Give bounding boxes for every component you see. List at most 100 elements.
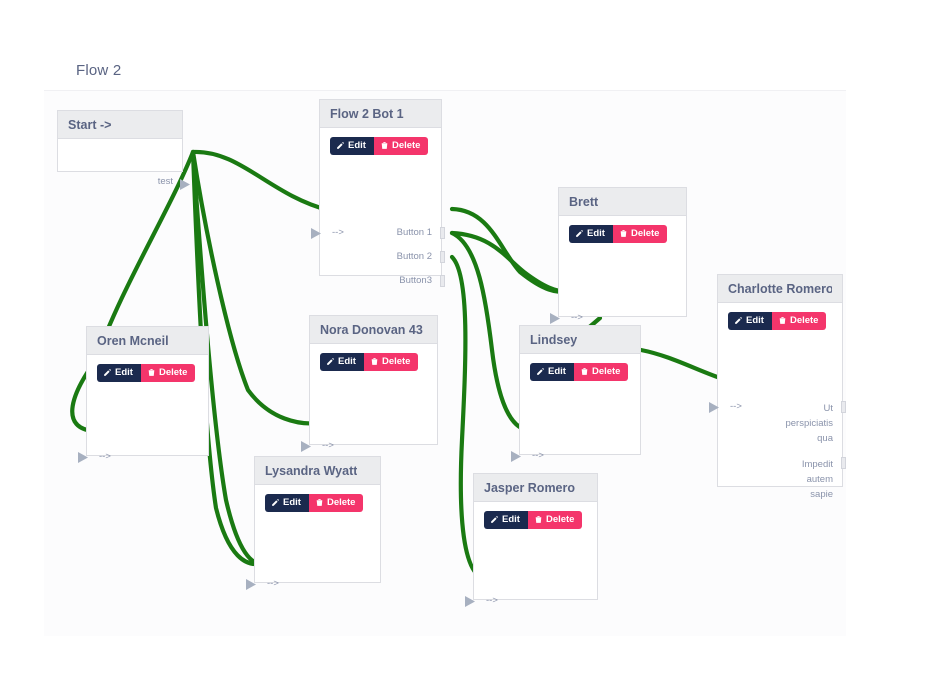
- input-connector-arrow-flow2bot1-0[interactable]: [311, 228, 321, 239]
- delete-button-lindsey[interactable]: Delete: [573, 363, 629, 381]
- output-connector-nub-flow2bot1-2[interactable]: [440, 275, 445, 287]
- edit-button-label: Edit: [548, 366, 566, 377]
- edit-button-label: Edit: [283, 497, 301, 508]
- node-header-nora: Nora Donovan 43: [310, 316, 437, 344]
- pencil-icon: [336, 141, 345, 150]
- node-title-lindsey: Lindsey: [530, 332, 578, 347]
- pencil-icon: [734, 316, 743, 325]
- input-connector-arrow-brett-0[interactable]: [550, 313, 560, 324]
- node-nora[interactable]: Nora Donovan 43 Edit Delete -->: [301, 315, 438, 452]
- pencil-icon: [326, 357, 335, 366]
- input-port-brett-0[interactable]: -->: [571, 312, 583, 323]
- output-connector-nub-charlotte-0[interactable]: [841, 401, 846, 413]
- input-port-jasper-0[interactable]: -->: [486, 595, 498, 606]
- node-actions-lysandra: Edit Delete: [265, 494, 364, 512]
- node-actions-lindsey: Edit Delete: [530, 363, 629, 381]
- edit-button-brett[interactable]: Edit: [569, 225, 613, 243]
- delete-button-label: Delete: [630, 228, 660, 239]
- trash-icon: [380, 141, 389, 150]
- trash-icon: [370, 357, 379, 366]
- delete-button-oren[interactable]: Delete: [140, 364, 196, 382]
- output-port-flow2bot1-0[interactable]: Button 1: [396, 227, 432, 238]
- pencil-icon: [103, 368, 112, 377]
- output-connector-nub-flow2bot1-0[interactable]: [440, 227, 445, 239]
- input-connector-arrow-jasper-0[interactable]: [465, 596, 475, 607]
- edit-button-lindsey[interactable]: Edit: [530, 363, 574, 381]
- input-port-nora-0[interactable]: -->: [322, 440, 334, 451]
- pencil-icon: [575, 229, 584, 238]
- input-port-lindsey-0[interactable]: -->: [532, 450, 544, 461]
- input-port-lysandra-0[interactable]: -->: [267, 578, 279, 589]
- node-header-start: Start ->: [58, 111, 182, 139]
- node-header-jasper: Jasper Romero: [474, 474, 597, 502]
- edit-button-label: Edit: [115, 367, 133, 378]
- delete-button-nora[interactable]: Delete: [363, 353, 419, 371]
- edit-button-nora[interactable]: Edit: [320, 353, 364, 371]
- delete-button-lysandra[interactable]: Delete: [308, 494, 364, 512]
- node-title-oren: Oren Mcneil: [97, 333, 169, 348]
- node-header-oren: Oren Mcneil: [87, 327, 208, 355]
- delete-button-label: Delete: [326, 497, 356, 508]
- flow-header-card: Flow 2: [44, 18, 846, 90]
- node-actions-brett: Edit Delete: [569, 225, 668, 243]
- trash-icon: [580, 367, 589, 376]
- output-port-charlotte-1[interactable]: Impedit autem sapie: [801, 459, 833, 500]
- edit-button-jasper[interactable]: Edit: [484, 511, 528, 529]
- delete-button-jasper[interactable]: Delete: [527, 511, 583, 529]
- node-body-brett: Edit Delete -->: [550, 216, 686, 324]
- node-start[interactable]: Start -> test: [57, 110, 190, 190]
- input-connector-arrow-lindsey-0[interactable]: [511, 451, 521, 462]
- edit-button-oren[interactable]: Edit: [97, 364, 141, 382]
- node-actions-flow2bot1: Edit Delete: [330, 137, 429, 155]
- node-header-brett: Brett: [559, 188, 686, 216]
- pencil-icon: [536, 367, 545, 376]
- output-port-charlotte-0[interactable]: Ut perspiciatis qua: [785, 403, 833, 444]
- delete-button-label: Delete: [545, 514, 575, 525]
- output-connector-nub-charlotte-1[interactable]: [841, 457, 846, 469]
- output-port-flow2bot1-2[interactable]: Button3: [399, 275, 432, 286]
- edit-button-charlotte[interactable]: Edit: [728, 312, 772, 330]
- node-body-nora: Edit Delete -->: [301, 344, 437, 452]
- output-port-flow2bot1-1[interactable]: Button 2: [396, 251, 432, 262]
- page-title: Flow 2: [76, 62, 122, 79]
- node-body-start: test: [58, 139, 190, 190]
- edit-button-label: Edit: [587, 228, 605, 239]
- delete-button-charlotte[interactable]: Delete: [771, 312, 827, 330]
- input-port-charlotte-0[interactable]: -->: [730, 401, 742, 412]
- output-connector-nub-flow2bot1-1[interactable]: [440, 251, 445, 263]
- output-connector-arrow-start-0[interactable]: [180, 177, 191, 190]
- delete-button-label: Delete: [591, 366, 621, 377]
- node-body-jasper: Edit Delete -->: [465, 502, 597, 607]
- node-header-lindsey: Lindsey: [520, 326, 640, 354]
- input-connector-arrow-charlotte-0[interactable]: [709, 402, 719, 413]
- edit-button-lysandra[interactable]: Edit: [265, 494, 309, 512]
- node-title-charlotte: Charlotte Romero: [728, 281, 832, 296]
- input-connector-arrow-oren-0[interactable]: [78, 452, 88, 463]
- trash-icon: [147, 368, 156, 377]
- delete-button-label: Delete: [158, 367, 188, 378]
- input-connector-arrow-nora-0[interactable]: [301, 441, 311, 452]
- edit-button-label: Edit: [348, 140, 366, 151]
- output-port-start-0[interactable]: test: [157, 176, 173, 187]
- input-port-oren-0[interactable]: -->: [99, 451, 111, 462]
- edit-button-label: Edit: [338, 356, 356, 367]
- delete-button-label: Delete: [381, 356, 411, 367]
- input-connector-arrow-lysandra-0[interactable]: [246, 579, 256, 590]
- edit-button-flow2bot1[interactable]: Edit: [330, 137, 374, 155]
- node-title-lysandra: Lysandra Wyatt: [265, 463, 358, 478]
- delete-button-label: Delete: [391, 140, 421, 151]
- node-header-charlotte: Charlotte Romero: [718, 275, 842, 303]
- delete-button-flow2bot1[interactable]: Delete: [373, 137, 429, 155]
- trash-icon: [534, 515, 543, 524]
- input-port-flow2bot1-0[interactable]: -->: [332, 227, 344, 238]
- delete-button-brett[interactable]: Delete: [612, 225, 668, 243]
